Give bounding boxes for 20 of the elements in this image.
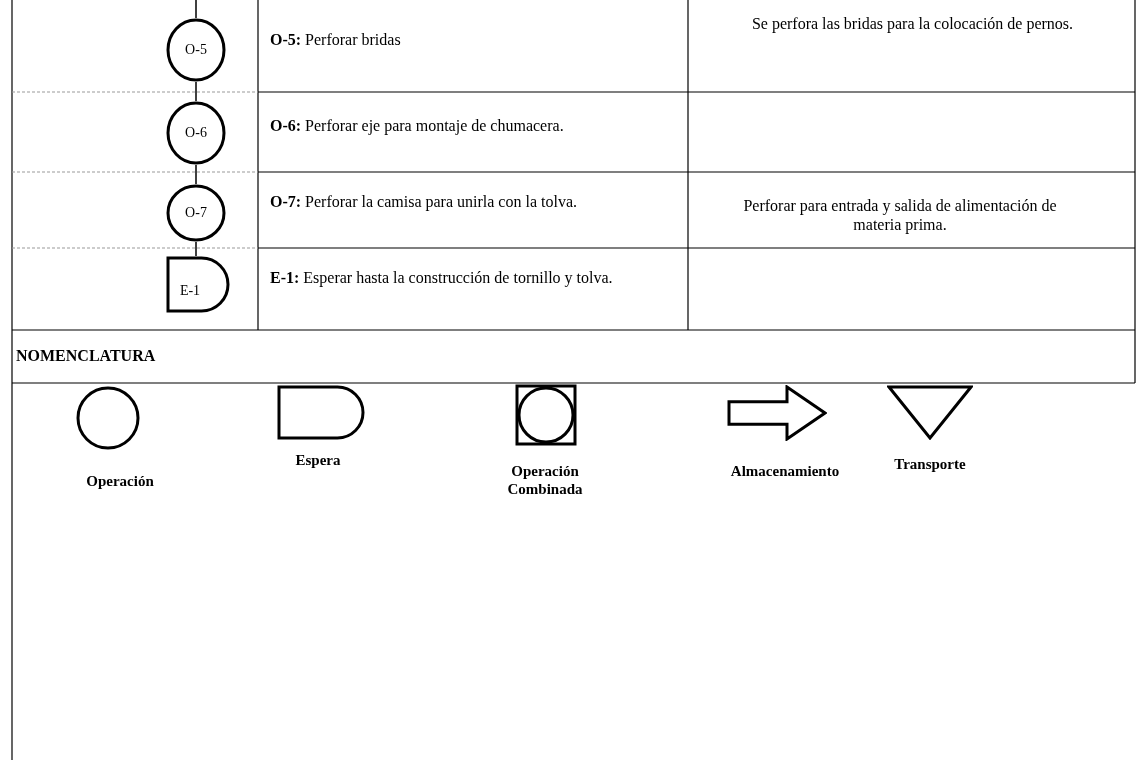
connector-line bbox=[195, 164, 197, 185]
legend-label: Operación Combinada bbox=[506, 462, 584, 498]
legend-label: Almacenamiento bbox=[729, 462, 841, 480]
operation-circle: O-5 bbox=[166, 18, 226, 82]
legend-label: Operación bbox=[85, 472, 155, 490]
operation-circle: O-7 bbox=[166, 184, 226, 242]
wait-symbol: E-1 bbox=[166, 256, 230, 313]
step-description: O-7: Perforar la camisa para unirla con la tolva. bbox=[270, 192, 578, 211]
legend-label: Espera bbox=[294, 451, 342, 469]
connector-line bbox=[195, 81, 197, 102]
remark-text: Perforar para entrada y salida de alimentación de materia prima. bbox=[742, 196, 1058, 234]
step-description: O-6: Perforar eje para montaje de chumacera. bbox=[270, 116, 565, 135]
legend-label: Transporte bbox=[893, 455, 967, 473]
operation-circle: O-6 bbox=[166, 101, 226, 165]
remark-text: Se perfora las bridas para la colocación de pernos. bbox=[750, 14, 1075, 33]
section-heading: NOMENCLATURA bbox=[16, 346, 157, 365]
connector-line bbox=[195, 0, 197, 19]
connector-line bbox=[195, 241, 197, 257]
step-description: O-5: Perforar bridas bbox=[270, 30, 402, 49]
step-description: E-1: Esperar hasta la construcción de tornillo y tolva. bbox=[270, 268, 614, 287]
